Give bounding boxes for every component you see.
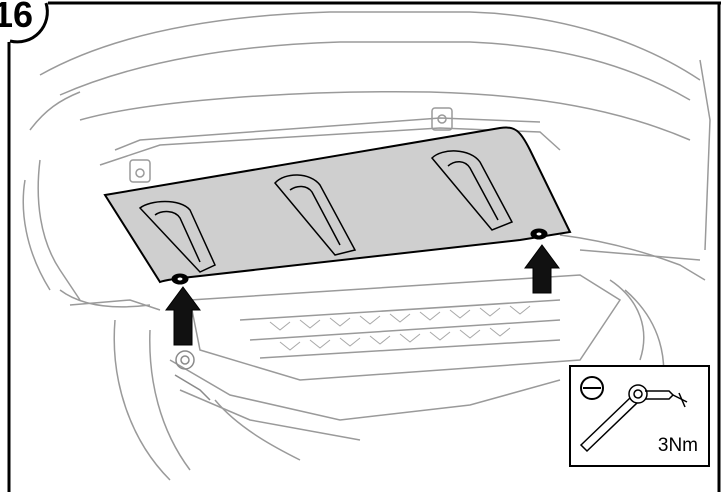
torque-wrench-icon [579, 384, 688, 453]
step-number-circle [9, 2, 49, 44]
up-arrow-icon [165, 286, 201, 346]
underbody-hatching [269, 305, 531, 351]
car-body-outline [22, 11, 711, 481]
tool-callout: 3Nm [569, 365, 710, 467]
step-number: 16 [0, 0, 34, 35]
up-arrow-icon [524, 244, 560, 294]
torque-value: 3Nm [657, 435, 698, 456]
flat-screwdriver-bit-icon [580, 376, 604, 400]
fastener-points [171, 228, 548, 285]
suspension-component [174, 350, 211, 401]
tool-illustration [579, 376, 688, 453]
skid-plate [103, 126, 572, 284]
skid-plate-ribs [138, 150, 514, 273]
frame-border [7, 1, 721, 492]
